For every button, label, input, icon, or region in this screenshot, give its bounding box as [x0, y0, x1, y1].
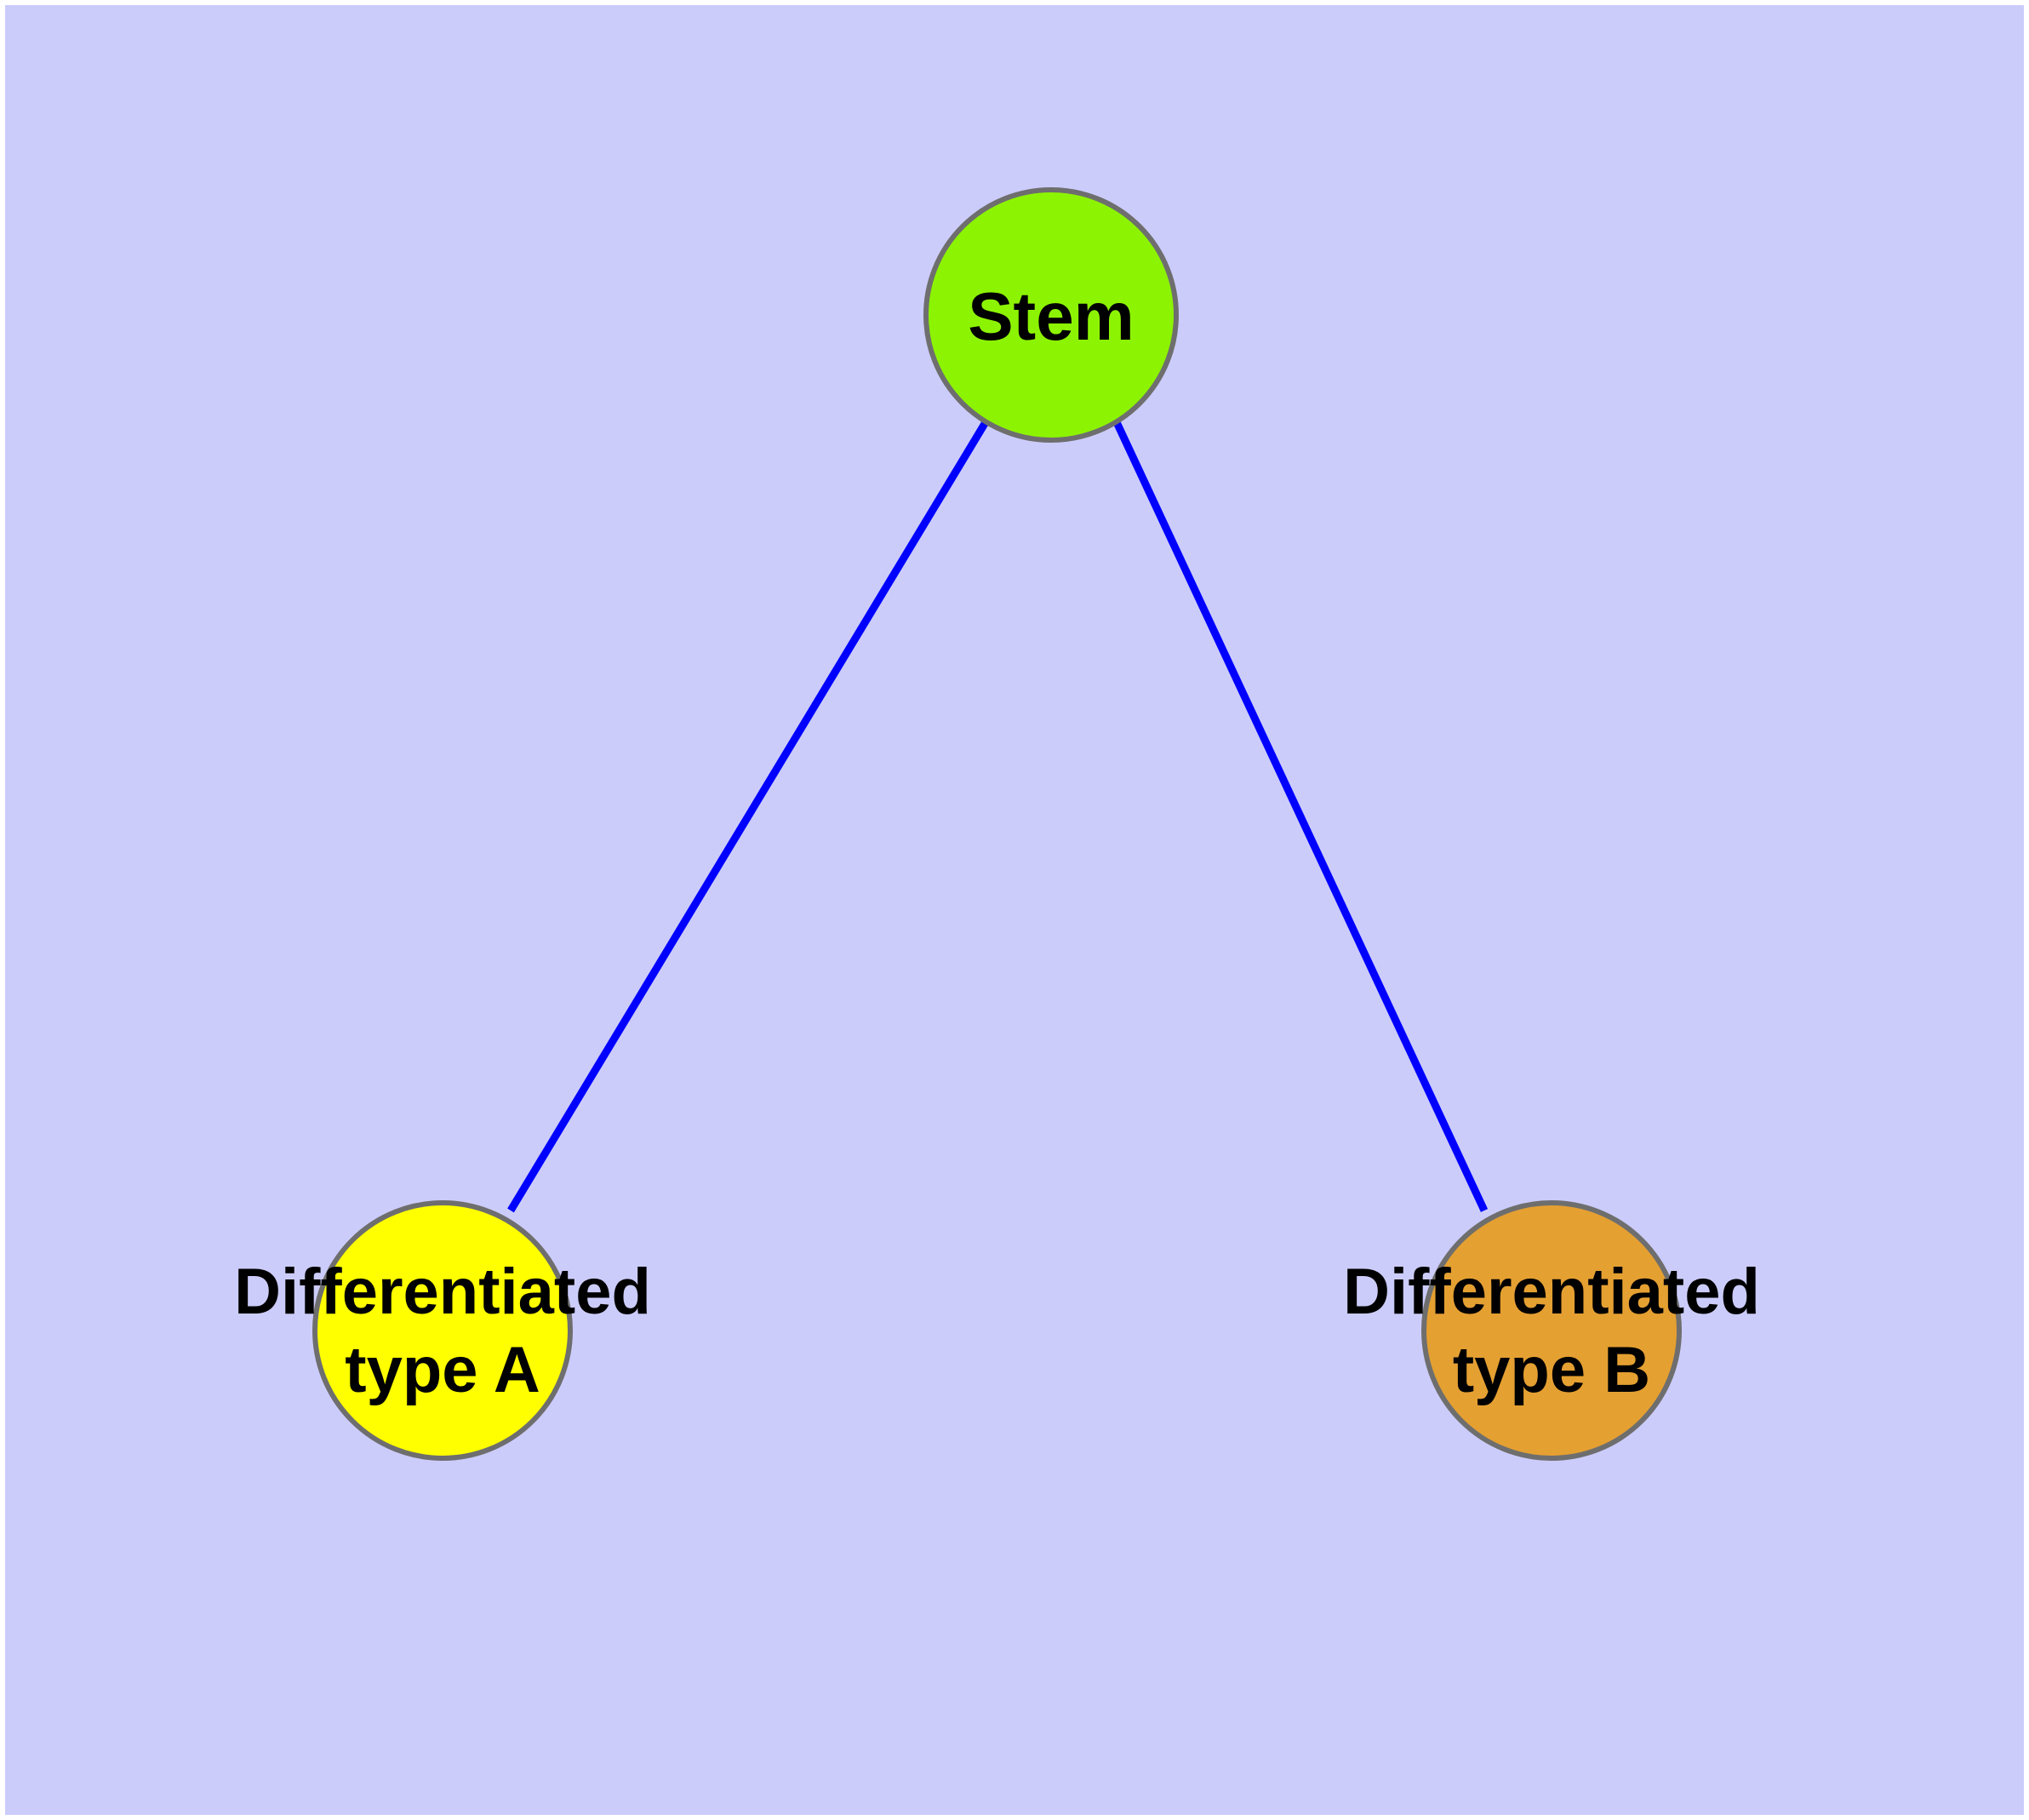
node-stem[interactable]: Stem	[923, 187, 1179, 443]
nodes-group: Stem Differentiated type A Differentiate…	[234, 187, 1760, 1461]
edge-stem-to-differentiated-type-a	[507, 420, 989, 1213]
node-stem-label: Stem	[968, 278, 1135, 354]
node-differentiated-type-b-circle[interactable]	[1421, 1200, 1682, 1461]
node-differentiated-type-b-label-line2: type B	[1453, 1334, 1650, 1406]
edge-stem-to-differentiated-type-b	[1112, 421, 1489, 1212]
node-differentiated-type-b-label-line1: Differentiated	[1343, 1256, 1760, 1328]
node-differentiated-type-a-circle[interactable]	[312, 1200, 573, 1461]
node-differentiated-type-a[interactable]: Differentiated type A	[234, 1200, 651, 1461]
node-stem-circle[interactable]	[923, 187, 1179, 443]
edges-group	[507, 420, 1489, 1213]
node-differentiated-type-a-label-line2: type A	[345, 1334, 540, 1406]
node-differentiated-type-a-label-line1: Differentiated	[234, 1256, 651, 1328]
node-differentiated-type-b[interactable]: Differentiated type B	[1343, 1200, 1760, 1461]
